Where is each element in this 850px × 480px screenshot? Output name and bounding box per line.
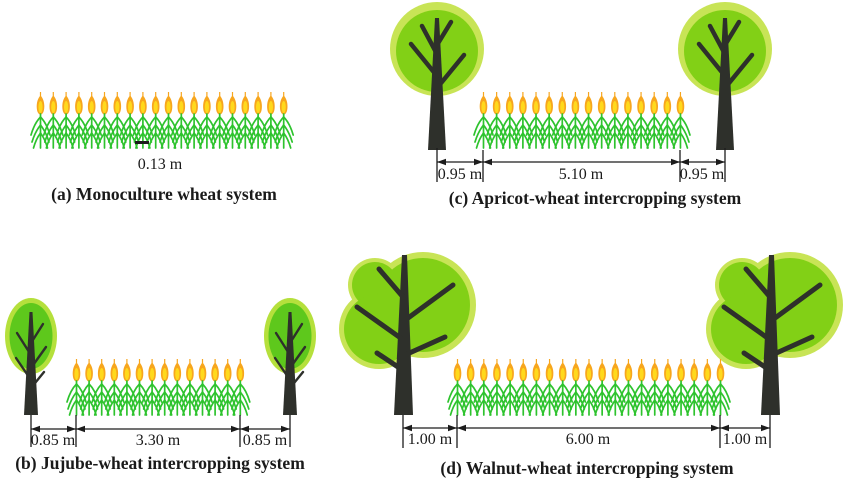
tree-to-wheat-left-label: 0.95 m xyxy=(437,166,483,183)
tree-to-wheat-right-label: 0.85 m xyxy=(242,432,288,449)
wheat-strip-width-label: 6.00 m xyxy=(565,431,611,448)
apricot-tree-right xyxy=(675,2,775,150)
panel-apricot-wheat: 0.95 m 5.10 m 0.95 m (c) Apricot-wheat i… xyxy=(340,0,850,230)
wheat-row xyxy=(472,91,691,149)
wheat-strip-width-label: 3.30 m xyxy=(135,432,181,449)
tree-to-wheat-right-label: 1.00 m xyxy=(722,431,768,448)
tree-to-wheat-right-label: 0.95 m xyxy=(679,166,725,183)
panel-a-caption: (a) Monoculture wheat system xyxy=(51,184,277,204)
jujube-tree-right xyxy=(262,296,318,417)
wheat-row xyxy=(446,358,731,416)
tree-to-wheat-left-label: 1.00 m xyxy=(407,431,453,448)
panel-b-caption: (b) Jujube-wheat intercropping system xyxy=(15,453,305,473)
wheat-row xyxy=(65,358,251,416)
row-spacing-label: 0.13 m xyxy=(137,156,183,173)
wheat-row xyxy=(29,91,294,149)
tree-to-wheat-left-label: 0.85 m xyxy=(30,432,76,449)
panel-walnut-wheat: 1.00 m 6.00 m 1.00 m (d) Walnut-wheat in… xyxy=(340,230,850,480)
panel-d-caption: (d) Walnut-wheat intercropping system xyxy=(440,458,734,478)
panel-jujube-wheat: 0.85 m 3.30 m 0.85 m (b) Jujube-wheat in… xyxy=(0,240,340,480)
wheat-strip-width-label: 5.10 m xyxy=(558,166,604,183)
row-spacing-bracket xyxy=(135,141,149,144)
panel-c-caption: (c) Apricot-wheat intercropping system xyxy=(448,188,742,208)
walnut-tree-right xyxy=(708,237,845,415)
panel-monoculture-wheat: 0.13 m (a) Monoculture wheat system xyxy=(0,0,340,230)
apricot-tree-left xyxy=(387,2,487,150)
jujube-tree-left xyxy=(3,296,59,417)
